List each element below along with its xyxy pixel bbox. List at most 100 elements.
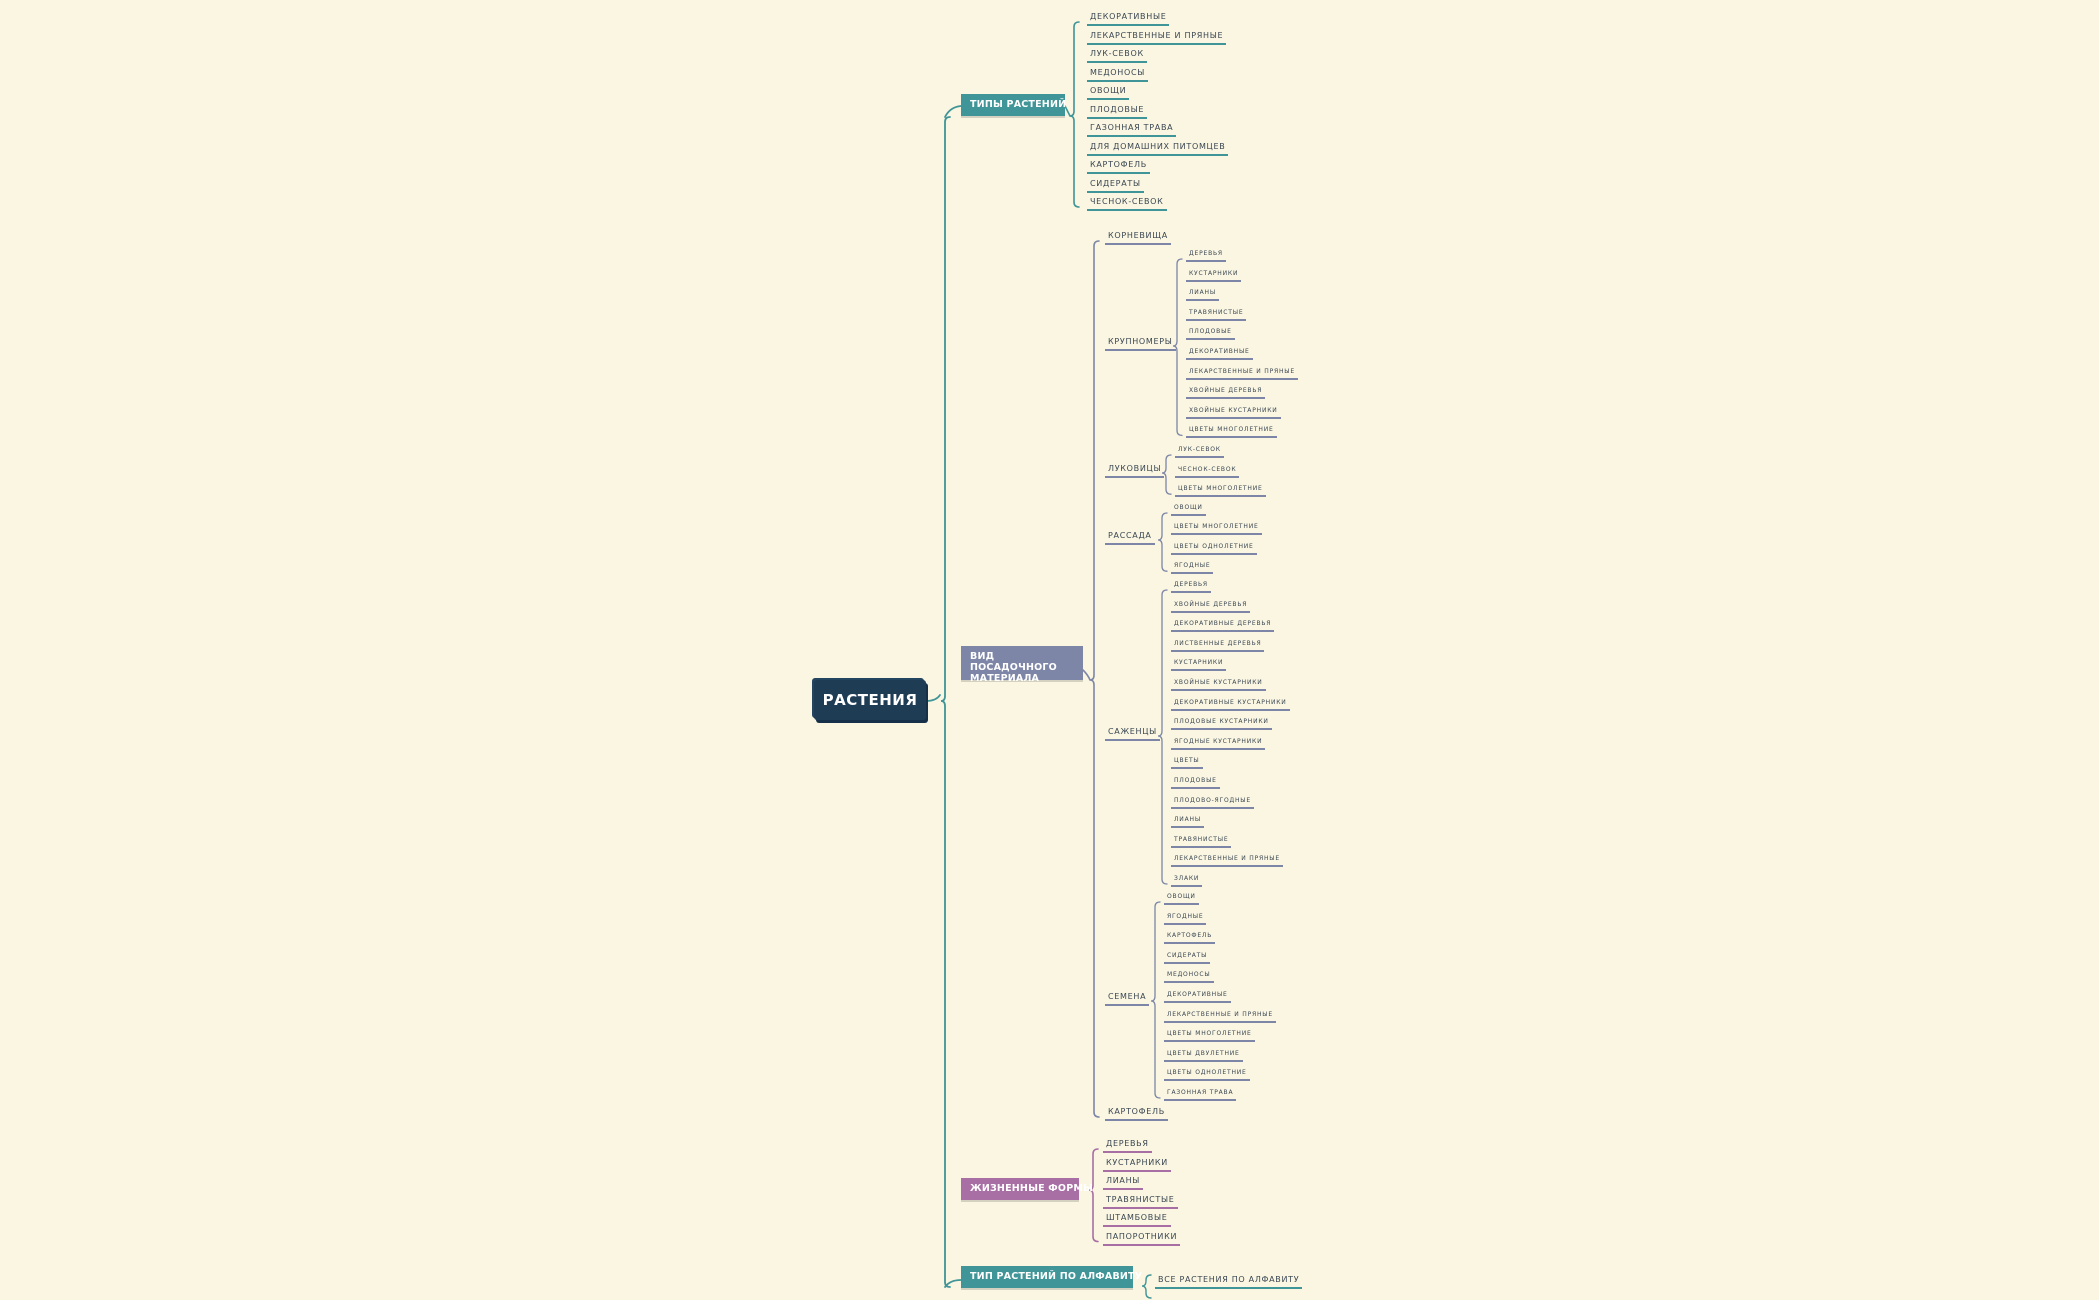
leaf-material-item[interactable]: ХВОЙНЫЕ ДЕРЕВЬЯ — [1174, 600, 1248, 608]
branch-label: ЖИЗНЕННЫЕ ФОРМЫ — [970, 1183, 1094, 1194]
leaf-material-item[interactable]: ПЛОДОВО-ЯГОДНЫЕ — [1174, 796, 1251, 804]
leaf-underline — [1171, 572, 1214, 575]
branch-life-forms[interactable]: ЖИЗНЕННЫЕ ФОРМЫ — [961, 1178, 1093, 1200]
leaf-material-item[interactable]: ЦВЕТЫ — [1174, 757, 1200, 765]
leaf-plant-type[interactable]: ГАЗОННАЯ ТРАВА — [1090, 123, 1174, 132]
leaf-material-group[interactable]: РАССАДА — [1108, 531, 1152, 540]
leaf-life-form[interactable]: ПАПОРОТНИКИ — [1106, 1231, 1178, 1241]
branch-plant-types[interactable]: ТИПЫ РАСТЕНИЙ — [961, 94, 1066, 116]
leaf-underline — [1103, 1243, 1181, 1246]
leaf-material-item[interactable]: ХВОЙНЫЕ КУСТАРНИКИ — [1189, 406, 1278, 414]
leaf-material-group[interactable]: КАРТОФЕЛЬ — [1108, 1107, 1165, 1116]
leaf-material-item[interactable]: МЕДОНОСЫ — [1167, 971, 1211, 979]
leaf-plant-type[interactable]: ДЕКОРАТИВНЫЕ — [1090, 12, 1167, 21]
leaf-underline — [1087, 172, 1150, 174]
leaf-plant-type[interactable]: ОВОЩИ — [1090, 86, 1127, 95]
leaf-underline — [1105, 1119, 1168, 1121]
leaf-material-item[interactable]: ДЕКОРАТИВНЫЕ ДЕРЕВЬЯ — [1174, 620, 1272, 628]
leaf-life-form[interactable]: ШТАМБОВЫЕ — [1106, 1213, 1168, 1222]
leaf-material-group[interactable]: КОРНЕВИЩА — [1108, 231, 1168, 240]
leaf-life-form[interactable]: КУСТАРНИКИ — [1106, 1157, 1168, 1167]
leaf-material-item[interactable]: ЛЕКАРСТВЕННЫЕ И ПРЯНЫЕ — [1189, 367, 1295, 375]
leaf-material-item[interactable]: ЦВЕТЫ ДВУЛЕТНИЕ — [1167, 1049, 1240, 1057]
leaf-underline — [1105, 543, 1155, 545]
leaf-underline — [1186, 416, 1281, 419]
leaf-underline — [1171, 708, 1290, 711]
leaf-life-form[interactable]: ТРАВЯНИСТЫЕ — [1106, 1194, 1175, 1204]
leaf-plant-type[interactable]: ЛЕКАРСТВЕННЫЕ И ПРЯНЫЕ — [1090, 30, 1224, 40]
leaf-material-item[interactable]: ДЕРЕВЬЯ — [1189, 250, 1223, 257]
leaf-underline — [1186, 260, 1226, 262]
leaf-underline — [1171, 552, 1257, 555]
leaf-underline — [1171, 610, 1251, 613]
leaf-material-item[interactable]: ДЕКОРАТИВНЫЕ — [1189, 348, 1250, 355]
leaf-material-item[interactable]: ЗЛАКИ — [1174, 875, 1200, 882]
leaf-material-item[interactable]: ЛЕКАРСТВЕННЫЕ И ПРЯНЫЕ — [1167, 1010, 1273, 1018]
leaf-material-item[interactable]: ЦВЕТЫ ОДНОЛЕТНИЕ — [1167, 1069, 1247, 1077]
leaf-material-item[interactable]: ЛУК-СЕВОК — [1178, 446, 1221, 453]
leaf-material-group[interactable]: САЖЕНЦЫ — [1108, 727, 1157, 736]
leaf-material-item[interactable]: ДЕКОРАТИВНЫЕ КУСТАРНИКИ — [1174, 698, 1287, 706]
leaf-material-item[interactable]: ПЛОДОВЫЕ — [1189, 328, 1232, 336]
leaf-life-form[interactable]: ДЕРЕВЬЯ — [1106, 1139, 1149, 1148]
leaf-material-item[interactable]: ЧЕСНОК-СЕВОК — [1178, 465, 1237, 473]
leaf-material-item[interactable]: ЦВЕТЫ МНОГОЛЕТНИЕ — [1174, 523, 1259, 531]
leaf-underline — [1087, 116, 1148, 119]
leaf-material-item[interactable]: ДЕКОРАТИВНЫЕ — [1167, 991, 1228, 998]
leaf-material-item[interactable]: ТРАВЯНИСТЫЕ — [1174, 835, 1229, 843]
leaf-material-item[interactable]: КАРТОФЕЛЬ — [1167, 932, 1213, 940]
leaf-material-item[interactable]: ЦВЕТЫ ОДНОЛЕТНИЕ — [1174, 542, 1254, 550]
leaf-material-item[interactable]: ТРАВЯНИСТЫЕ — [1189, 308, 1244, 316]
leaf-material-item[interactable]: ПЛОДОВЫЕ — [1174, 777, 1217, 784]
leaf-material-item[interactable]: КУСТАРНИКИ — [1189, 269, 1239, 277]
leaf-plant-type[interactable]: ЛУК-СЕВОК — [1090, 49, 1144, 58]
leaf-material-item[interactable]: ЛИАНЫ — [1189, 289, 1216, 297]
leaf-material-item[interactable]: ПЛОДОВЫЕ КУСТАРНИКИ — [1174, 718, 1269, 726]
leaf-material-item[interactable]: ЦВЕТЫ МНОГОЛЕТНИЕ — [1189, 426, 1274, 434]
branch-planting-material[interactable]: ВИД ПОСАДОЧНОГО МАТЕРИАЛА — [961, 646, 1083, 684]
leaf-underline — [1087, 209, 1167, 211]
leaf-plant-type[interactable]: КАРТОФЕЛЬ — [1090, 160, 1147, 169]
leaf-material-group[interactable]: СЕМЕНА — [1108, 992, 1147, 1001]
branch-alphabet[interactable]: ТИП РАСТЕНИЙ ПО АЛФАВИТУ — [961, 1266, 1142, 1288]
leaf-underline — [1171, 845, 1232, 848]
leaf-underline — [1103, 1206, 1178, 1209]
leaf-material-item[interactable]: ЛЕКАРСТВЕННЫЕ И ПРЯНЫЕ — [1174, 855, 1280, 863]
leaf-material-item[interactable]: ЛИСТВЕННЫЕ ДЕРЕВЬЯ — [1174, 639, 1262, 647]
leaf-material-item[interactable]: ОВОЩИ — [1174, 504, 1203, 511]
leaf-plant-type[interactable]: МЕДОНОСЫ — [1090, 67, 1146, 77]
leaf-material-item[interactable]: ЯГОДНЫЕ КУСТАРНИКИ — [1174, 737, 1263, 745]
leaf-life-form[interactable]: ЛИАНЫ — [1106, 1176, 1141, 1185]
leaf-plant-type[interactable]: ДЛЯ ДОМАШНИХ ПИТОМЦЕВ — [1090, 141, 1226, 151]
leaf-material-group[interactable]: ЛУКОВИЦЫ — [1108, 464, 1162, 473]
leaf-material-item[interactable]: ЯГОДНЫЕ — [1174, 562, 1211, 570]
leaf-material-item[interactable]: ЛИАНЫ — [1174, 816, 1201, 824]
leaf-underline — [1171, 649, 1265, 652]
leaf-underline — [1105, 243, 1171, 245]
leaf-underline — [1164, 903, 1199, 905]
leaf-material-item[interactable]: ОВОЩИ — [1167, 893, 1196, 900]
leaf-material-item[interactable]: ЦВЕТЫ МНОГОЛЕТНИЕ — [1167, 1030, 1252, 1038]
leaf-underline — [1103, 1188, 1144, 1190]
leaf-material-item[interactable]: ЯГОДНЫЕ — [1167, 912, 1204, 920]
leaf-material-item[interactable]: ХВОЙНЫЕ КУСТАРНИКИ — [1174, 679, 1263, 686]
root-node[interactable]: РАСТЕНИЯ — [814, 680, 926, 720]
leaf-material-group[interactable]: КРУПНОМЕРЫ — [1108, 337, 1173, 346]
leaf-material-item[interactable]: СИДЕРАТЫ — [1167, 951, 1208, 959]
leaf-underline — [1175, 456, 1224, 458]
leaf-material-item[interactable]: ДЕРЕВЬЯ — [1174, 581, 1208, 588]
leaf-underline — [1186, 397, 1266, 400]
leaf-underline — [1171, 591, 1211, 593]
leaf-plant-type[interactable]: ПЛОДОВЫЕ — [1090, 104, 1145, 114]
leaf-material-item[interactable]: ГАЗОННАЯ ТРАВА — [1167, 1089, 1234, 1096]
leaf-underline — [1186, 338, 1235, 341]
leaf-material-item[interactable]: ХВОЙНЫЕ ДЕРЕВЬЯ — [1189, 387, 1263, 395]
leaf-underline — [1087, 190, 1144, 193]
leaf-plant-type[interactable]: СИДЕРАТЫ — [1090, 178, 1141, 188]
leaf-alphabet[interactable]: ВСЕ РАСТЕНИЯ ПО АЛФАВИТУ — [1158, 1275, 1300, 1284]
leaf-material-item[interactable]: КУСТАРНИКИ — [1174, 659, 1224, 667]
leaf-material-item[interactable]: ЦВЕТЫ МНОГОЛЕТНИЕ — [1178, 485, 1263, 493]
leaf-underline — [1164, 1099, 1237, 1101]
leaf-underline — [1186, 436, 1277, 439]
leaf-plant-type[interactable]: ЧЕСНОК-СЕВОК — [1090, 197, 1164, 206]
